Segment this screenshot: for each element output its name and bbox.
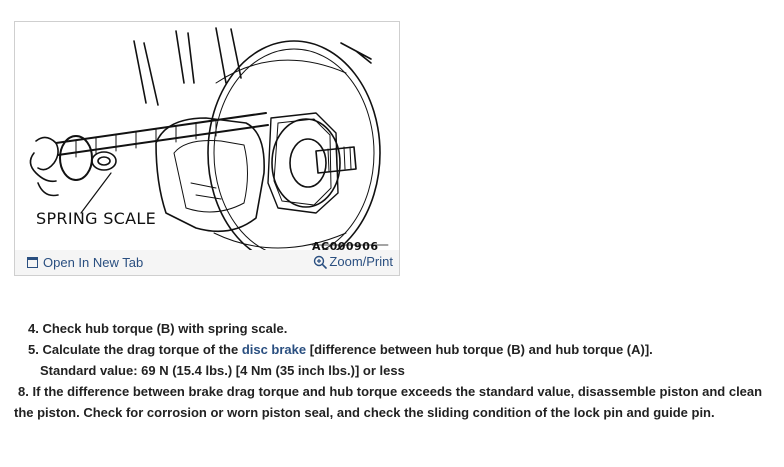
brake-diagram xyxy=(29,27,389,250)
step-5: 5. Calculate the drag torque of the disc… xyxy=(28,342,653,357)
new-tab-icon xyxy=(27,257,38,268)
zoom-print-label: Zoom/Print xyxy=(329,254,393,269)
zoom-print-link[interactable]: Zoom/Print xyxy=(313,254,393,269)
standard-value: Standard value: 69 N (15.4 lbs.) [4 Nm (… xyxy=(40,363,405,378)
figure-code: AC000906 xyxy=(312,240,379,250)
open-in-new-tab-link[interactable]: Open In New Tab xyxy=(27,255,143,270)
figure-footer: Open In New Tab Zoom/Print xyxy=(15,250,399,275)
figure-card: SPRING SCALE AC000906 Open In New Tab Zo… xyxy=(14,21,400,276)
spring-scale-illustration[interactable]: SPRING SCALE AC000906 xyxy=(16,23,398,250)
zoom-in-icon xyxy=(314,255,328,269)
step-8-line-1: 8. If the difference between brake drag … xyxy=(18,384,763,399)
step-8-line-2: the piston. Check for corrosion or worn … xyxy=(14,405,715,420)
figure-label: SPRING SCALE xyxy=(36,209,156,228)
open-in-new-tab-label: Open In New Tab xyxy=(43,255,144,270)
step-4: 4. Check hub torque (B) with spring scal… xyxy=(28,321,288,336)
disc-brake-link[interactable]: disc brake xyxy=(241,342,307,357)
